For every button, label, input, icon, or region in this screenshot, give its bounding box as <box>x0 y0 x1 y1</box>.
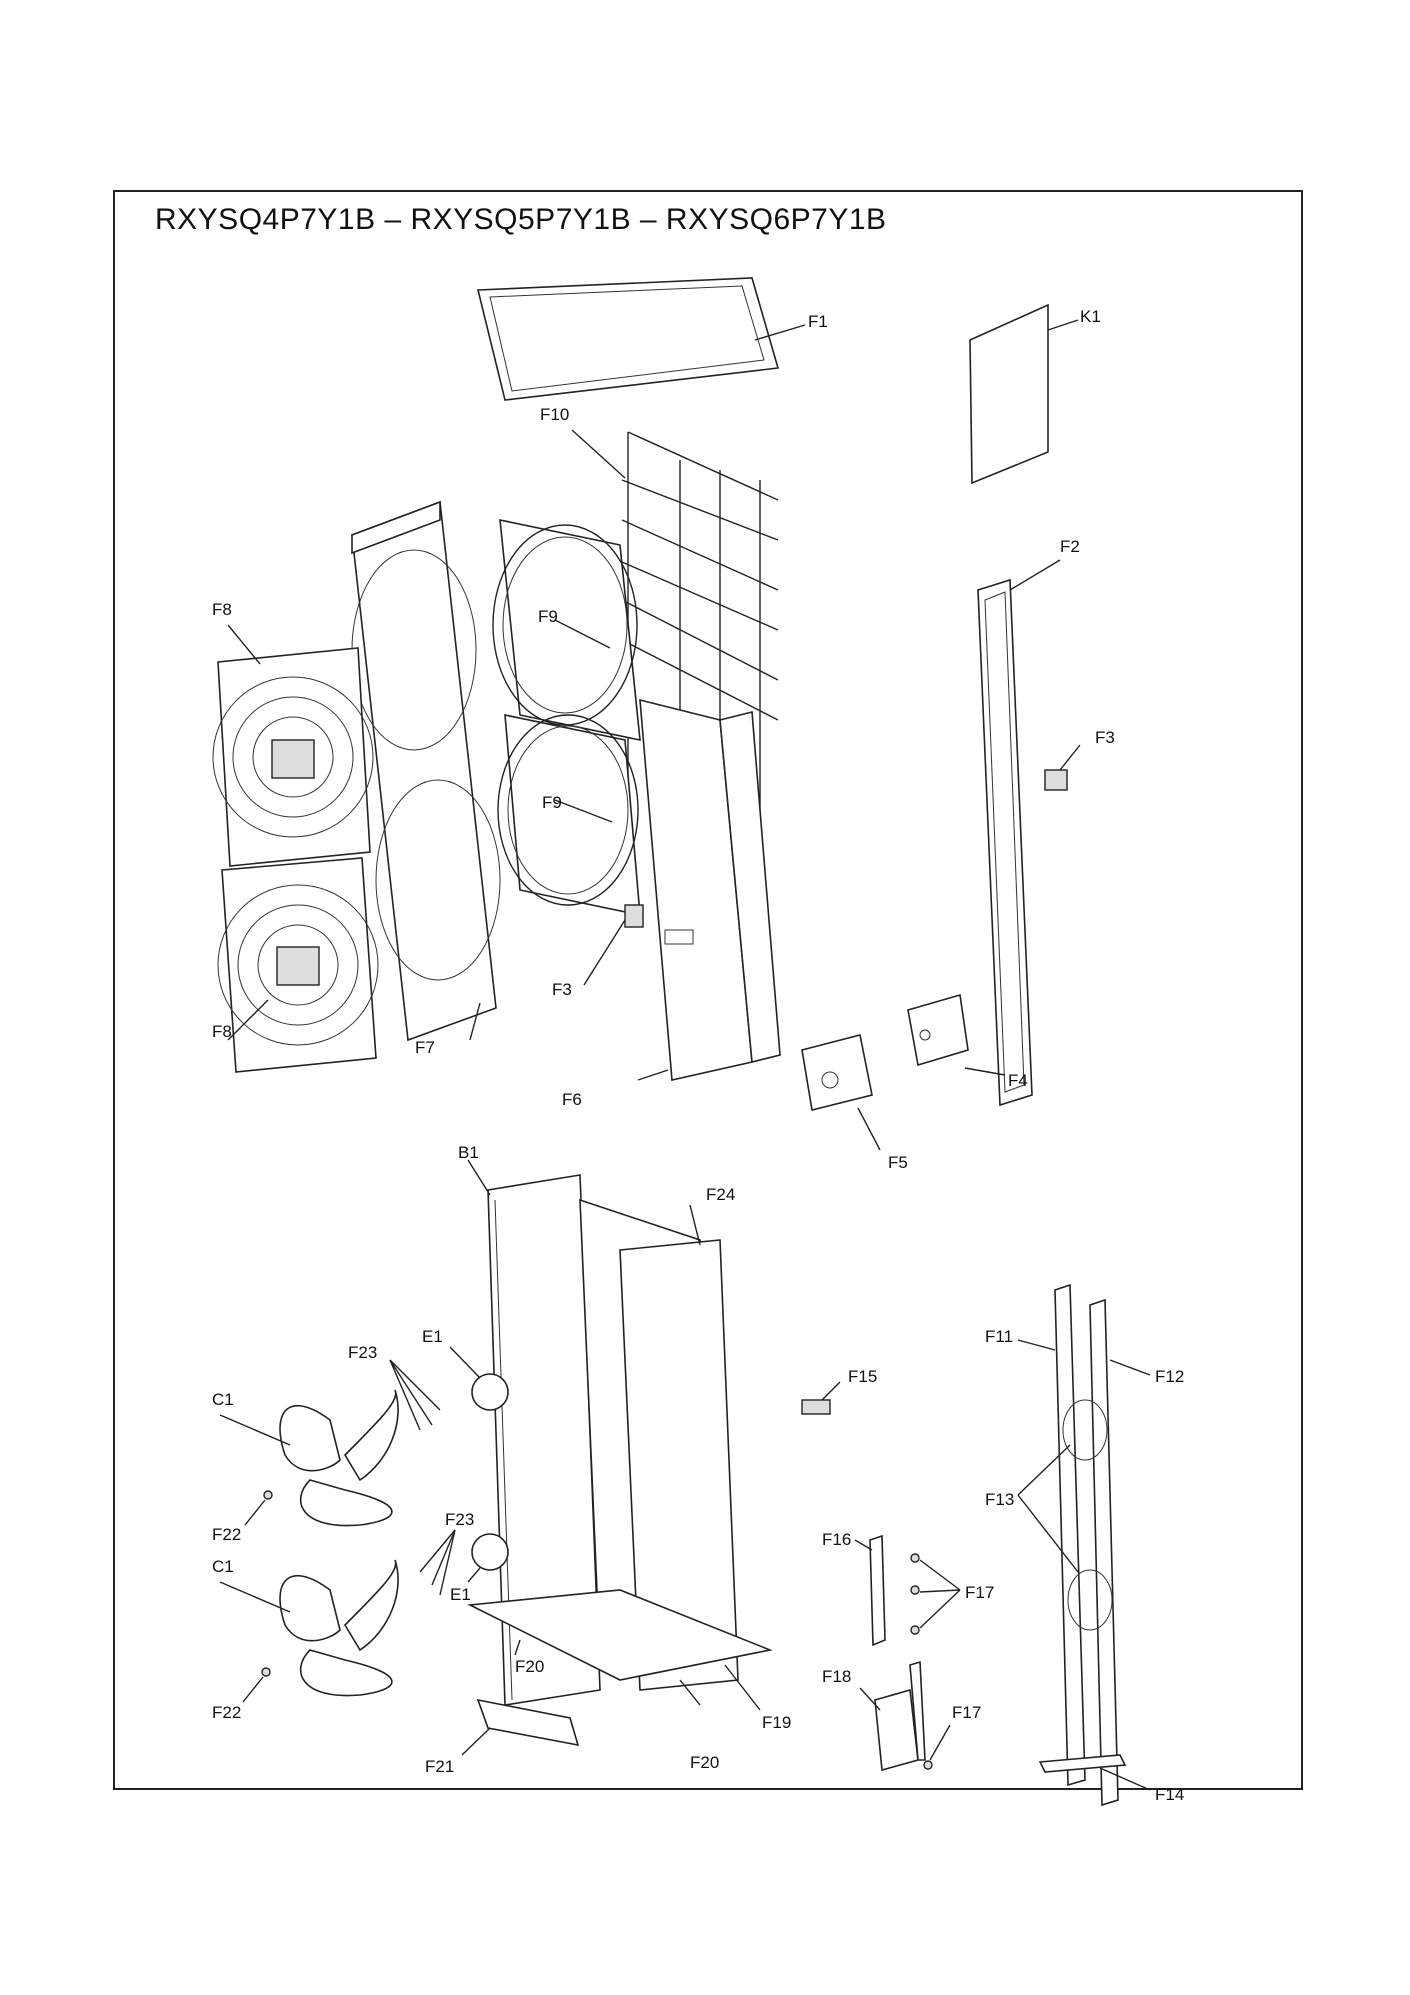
nut-f22-upper <box>263 1490 273 1500</box>
label-f4: F4 <box>1008 1071 1028 1090</box>
label-sheet-k1 <box>969 303 1079 485</box>
label-f5: F5 <box>888 1153 908 1172</box>
label-f7: F7 <box>415 1038 435 1057</box>
bracket-f18 <box>859 1660 926 1772</box>
label-c1-lower: C1 <box>212 1557 234 1576</box>
label-f20-left: F20 <box>515 1657 544 1676</box>
label-f22-upper: F22 <box>212 1525 241 1544</box>
clip-f3-right <box>1044 744 1081 791</box>
plates-f13 <box>1017 1399 1113 1631</box>
label-f8-upper: F8 <box>212 600 232 619</box>
frame-f24 <box>579 1198 739 1691</box>
bracket-f4 <box>907 993 1006 1076</box>
drawing-frame <box>113 190 1303 1790</box>
label-f16: F16 <box>822 1530 851 1549</box>
label-f6: F6 <box>562 1090 582 1109</box>
nut-f22-lower <box>261 1667 271 1677</box>
label-b1: B1 <box>458 1143 479 1162</box>
bracket-f16 <box>854 1534 886 1647</box>
label-f24: F24 <box>706 1185 735 1204</box>
propeller-c1-upper <box>219 1389 399 1527</box>
front-panel-f7 <box>351 500 501 1042</box>
pillar-f12 <box>1089 1298 1151 1807</box>
label-f15: F15 <box>848 1367 877 1386</box>
screws-f17 <box>910 1553 961 1770</box>
label-f17-upper: F17 <box>965 1583 994 1602</box>
label-f20-right: F20 <box>690 1753 719 1772</box>
part-f15 <box>801 1399 831 1415</box>
fan-motor-e1-lower <box>467 1533 509 1583</box>
label-f23-lower: F23 <box>445 1510 474 1529</box>
label-f9-lower: F9 <box>542 793 562 812</box>
diagram-title: RXYSQ4P7Y1B – RXYSQ5P7Y1B – RXYSQ6P7Y1B <box>155 203 887 236</box>
fan-shroud-f9-upper <box>492 518 641 742</box>
bracket-f5 <box>801 1034 881 1151</box>
label-k1: K1 <box>1080 307 1101 326</box>
label-f23-upper: F23 <box>348 1343 377 1362</box>
label-f3-left: F3 <box>552 980 572 999</box>
pillar-f11 <box>1017 1283 1086 1787</box>
label-e1-lower: E1 <box>450 1585 471 1604</box>
label-f2: F2 <box>1060 537 1080 556</box>
label-f18: F18 <box>822 1667 851 1686</box>
label-f14: F14 <box>1155 1785 1184 1804</box>
bracket-f21 <box>461 1698 580 1756</box>
side-panel-f2 <box>977 559 1061 1107</box>
label-e1-upper: E1 <box>422 1327 443 1346</box>
label-f3-right: F3 <box>1095 728 1115 747</box>
screws-f23 <box>389 1359 456 1596</box>
fan-guard-f8-upper <box>212 647 374 867</box>
base-plate-f20 <box>467 1589 773 1706</box>
label-f21: F21 <box>425 1757 454 1776</box>
label-f12: F12 <box>1155 1367 1184 1386</box>
label-f19: F19 <box>762 1713 791 1732</box>
top-plate-f1 <box>476 277 806 401</box>
label-f13: F13 <box>985 1490 1014 1509</box>
corner-panel-f6 <box>637 698 781 1081</box>
clip-f3-left <box>583 904 644 986</box>
label-c1-upper: C1 <box>212 1390 234 1409</box>
fan-motor-e1-upper <box>449 1346 509 1411</box>
base-rail-f14 <box>1038 1754 1151 1791</box>
label-f22-lower: F22 <box>212 1703 241 1722</box>
fan-guard-f8-lower <box>217 857 379 1073</box>
heat-exchanger-b1 <box>467 1159 601 1706</box>
label-f8-lower: F8 <box>212 1022 232 1041</box>
label-f1: F1 <box>808 312 828 331</box>
propeller-c1-lower <box>219 1559 399 1697</box>
label-f11: F11 <box>985 1327 1013 1346</box>
fan-shroud-f9-lower <box>497 713 641 917</box>
label-f10: F10 <box>540 405 569 424</box>
label-f17-lower: F17 <box>952 1703 981 1722</box>
label-f9-upper: F9 <box>538 607 558 626</box>
